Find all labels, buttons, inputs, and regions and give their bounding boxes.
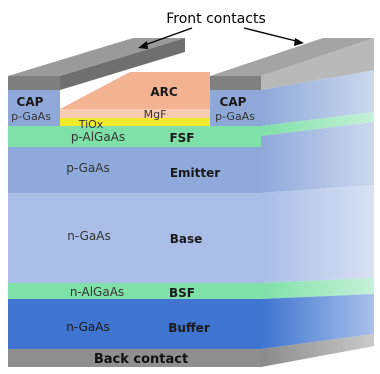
cap-left-material: p-GaAs [11, 110, 51, 123]
bsf-name: BSF [169, 286, 195, 300]
right-side-face [261, 70, 374, 367]
front-contacts-callout: Front contacts [138, 11, 304, 49]
base-name: Base [170, 232, 203, 246]
callout-arrow-right [243, 27, 301, 43]
base-layer [8, 193, 261, 283]
arc-layer [60, 72, 210, 109]
left-contact-front [8, 76, 60, 90]
cap-right-name: CAP [220, 95, 247, 109]
left-contact-side [60, 38, 185, 90]
cap-left [8, 90, 60, 126]
arrow-head-right [294, 38, 304, 46]
labels: CAP p-GaAs CAP p-GaAs ARC MgF TiOx p-AlG… [11, 85, 255, 367]
buffer-name: Buffer [168, 321, 210, 335]
right-contact-front [210, 76, 261, 90]
cap-right-material: p-GaAs [215, 110, 255, 123]
bsf-material: n-AlGaAs [70, 285, 124, 299]
side-shading [261, 70, 374, 367]
cap-left-name: CAP [17, 95, 44, 109]
emitter-name: Emitter [170, 166, 220, 180]
mgf-layer [60, 109, 210, 118]
fsf-layer [8, 126, 261, 147]
cap-right [210, 90, 261, 126]
arc-label: ARC [150, 85, 178, 99]
right-contact-side [261, 38, 374, 90]
fsf-material: p-AlGaAs [71, 130, 125, 144]
buffer-material: n-GaAs [66, 320, 110, 334]
callout-arrow-left [141, 27, 193, 47]
mgf-label: MgF [144, 108, 167, 121]
back-contact-label: Back contact [94, 352, 188, 367]
buffer-layer [8, 299, 261, 349]
tiox-label: TiOx [78, 118, 104, 131]
emitter-layer [8, 147, 261, 193]
back-contact-layer [8, 349, 261, 367]
tiox-layer [60, 118, 210, 126]
emitter-material: p-GaAs [66, 161, 110, 175]
front-contacts-label: Front contacts [166, 11, 266, 27]
fsf-name: FSF [169, 131, 194, 145]
bsf-layer [8, 283, 261, 299]
right-contact-top [210, 38, 374, 76]
front-face [8, 72, 261, 367]
base-material: n-GaAs [67, 229, 111, 243]
arrow-head-left [138, 41, 148, 49]
